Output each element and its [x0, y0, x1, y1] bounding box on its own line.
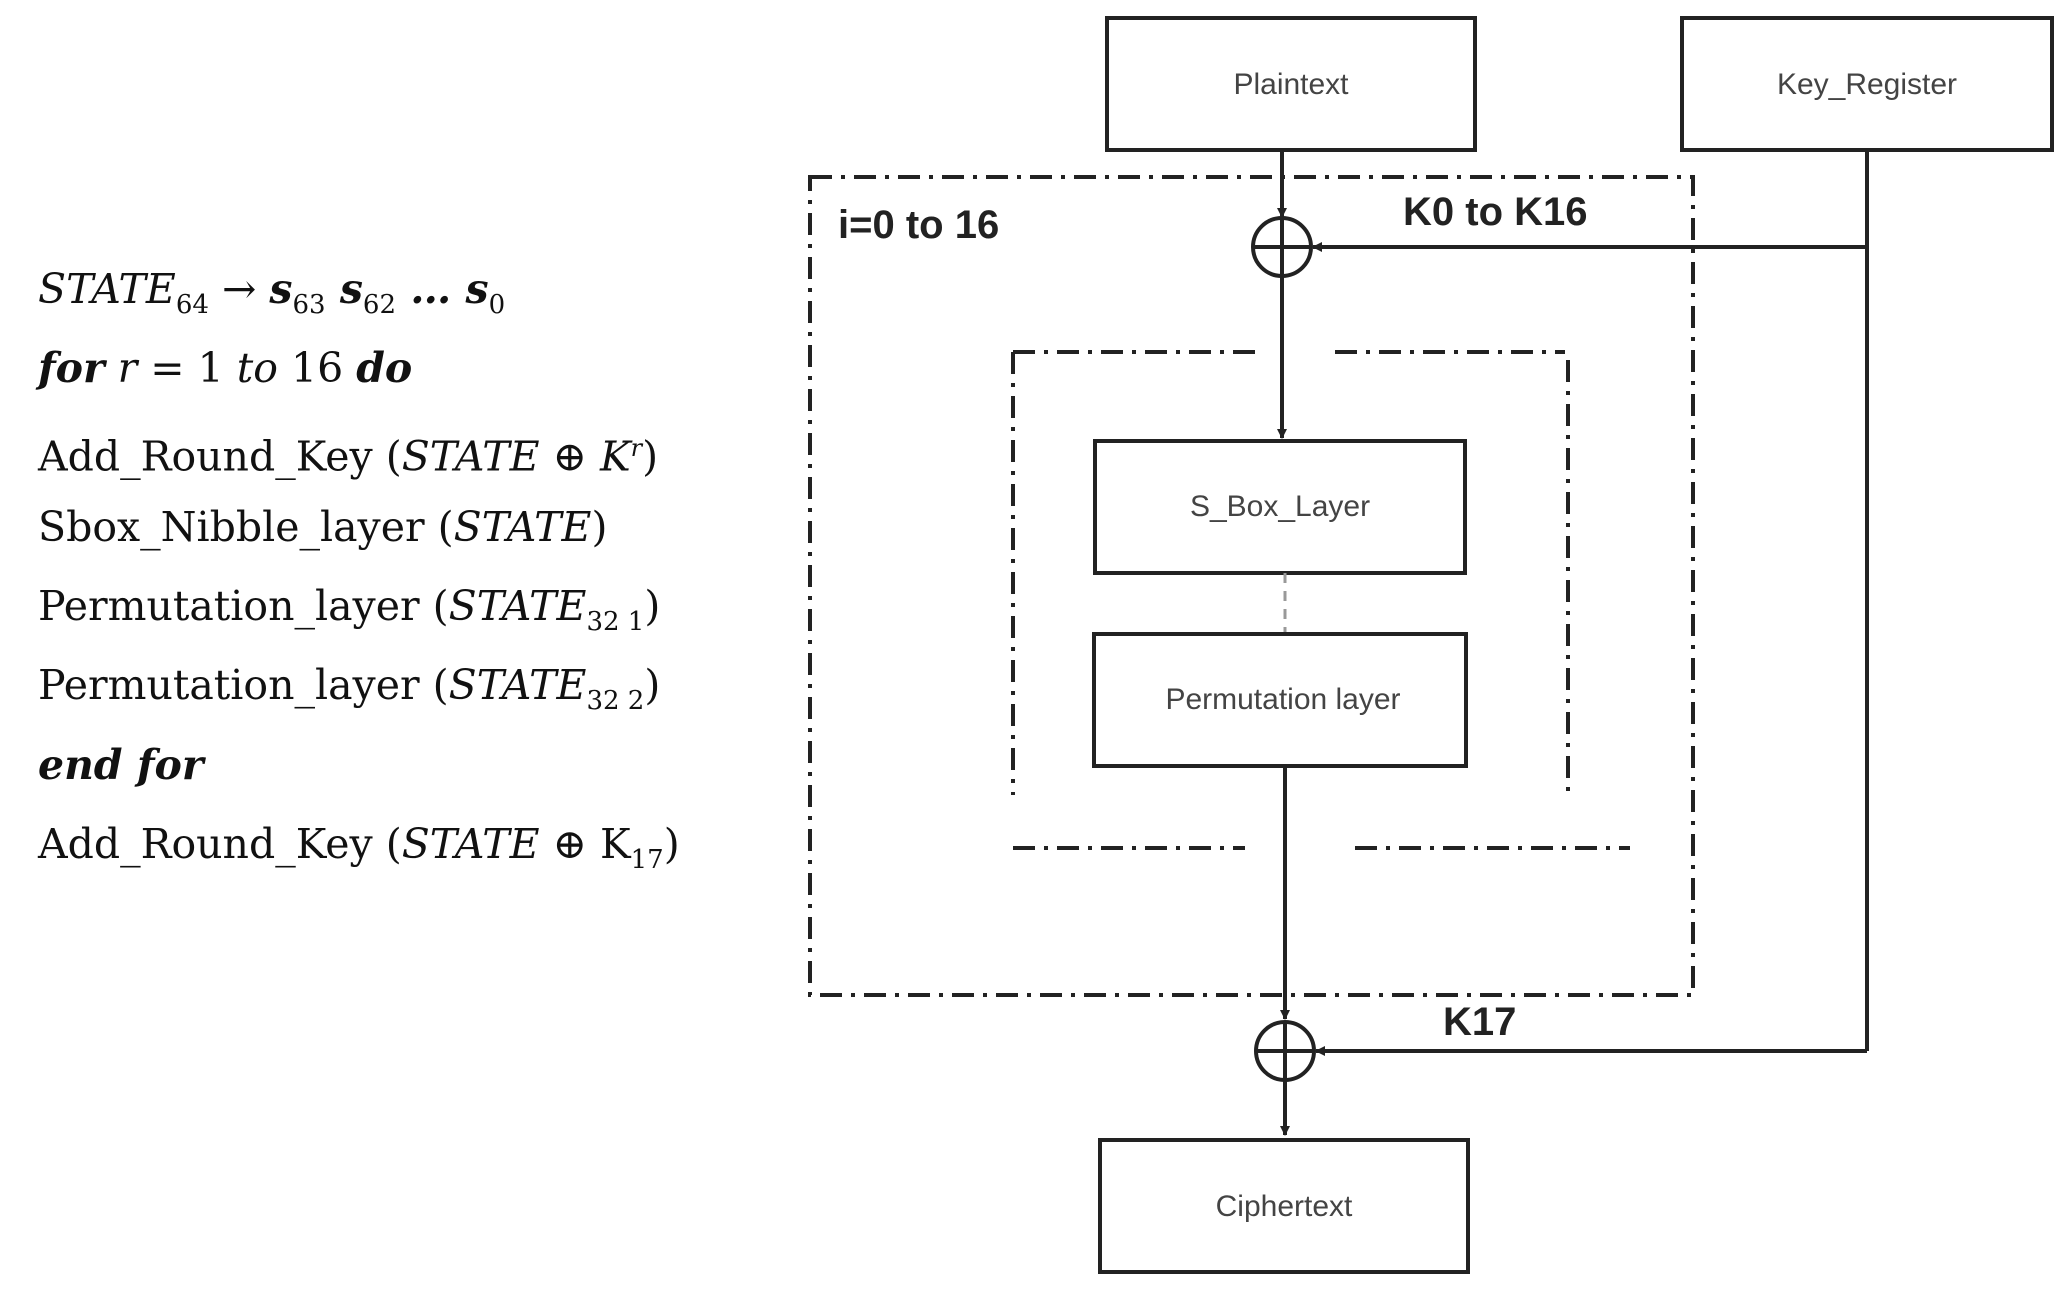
permutation-layer-label: Permutation layer	[1165, 683, 1400, 716]
var-r: r	[104, 344, 138, 393]
state-symbol: STATE	[448, 582, 587, 631]
func-add-round-key: Add_Round_Key (	[38, 820, 402, 869]
state-subscript: 32 2	[586, 686, 645, 717]
s-symbol-1: s	[269, 265, 293, 313]
round-inner-frame	[1011, 350, 1630, 850]
func-permutation: Permutation_layer (	[38, 582, 449, 631]
state-subscript: 32 1	[586, 607, 645, 638]
xor-icon-round	[1251, 216, 1313, 278]
loop-label: i=0 to 16	[838, 203, 999, 247]
algo-line-perm-1: Permutation_layer (STATE32 1)	[38, 567, 778, 646]
plaintext-label: Plaintext	[1233, 68, 1349, 101]
keyword-to: to	[236, 344, 278, 393]
state-symbol: STATE	[38, 265, 176, 313]
algo-line-perm-2: Permutation_layer (STATE32 2)	[38, 646, 778, 725]
eq-text: = 1	[137, 344, 237, 393]
xor-icon-final	[1254, 1020, 1316, 1082]
s-subscript-1: 63	[292, 290, 326, 320]
s-subscript-3: 0	[488, 290, 506, 320]
key-superscript: r	[630, 433, 643, 462]
state-subscript: 64	[175, 290, 209, 320]
round-loop-frame	[808, 175, 1695, 997]
algo-line-state: STATE64 → s63 s62 … s0	[38, 250, 778, 329]
ciphertext-box	[1098, 1138, 1470, 1274]
s-symbol-2: s	[325, 265, 363, 313]
keyword-for: for	[38, 344, 105, 393]
key-symbol: K	[599, 432, 631, 481]
func-add-round-key: Add_Round_Key (	[38, 432, 402, 481]
close-paren: )	[591, 502, 608, 551]
algo-line-final-key: Add_Round_Key (STATE ⊕ K17)	[38, 805, 778, 884]
sbox-layer-label: S_Box_Layer	[1190, 490, 1370, 523]
s-symbol-3: … s	[396, 265, 489, 313]
arrow-symbol: →	[208, 265, 270, 313]
algo-line-end-for: end for	[38, 726, 778, 805]
num-16: 16	[277, 344, 357, 393]
algorithm-listing: STATE64 → s63 s62 … s0 for r = 1 to 16 d…	[38, 250, 778, 884]
key-subscript: 17	[630, 845, 664, 876]
algo-line-sbox: Sbox_Nibble_layer (STATE)	[38, 488, 778, 567]
close-paren: )	[642, 432, 659, 481]
algo-line-add-round-key: Add_Round_Key (STATE ⊕ Kr)	[38, 409, 778, 488]
keyword-end-for: end for	[38, 740, 204, 789]
permutation-layer-box	[1092, 632, 1468, 768]
plaintext-box	[1105, 16, 1477, 152]
func-sbox: Sbox_Nibble_layer (	[38, 502, 454, 551]
s-subscript-2: 62	[362, 290, 396, 320]
ciphertext-label: Ciphertext	[1216, 1190, 1353, 1223]
state-symbol: STATE	[453, 502, 592, 551]
xor-key-text: ⊕ K	[539, 820, 631, 869]
close-paren: )	[644, 661, 661, 710]
key-register-label: Key_Register	[1777, 68, 1957, 101]
sbox-layer-box	[1093, 439, 1467, 575]
close-paren: )	[663, 820, 680, 869]
func-permutation: Permutation_layer (	[38, 661, 449, 710]
keyword-do: do	[356, 344, 413, 393]
final-key-label: K17	[1443, 1000, 1516, 1044]
xor-symbol: ⊕	[539, 432, 600, 481]
algo-line-for: for r = 1 to 16 do	[38, 329, 778, 408]
state-symbol: STATE	[401, 820, 540, 869]
close-paren: )	[644, 582, 661, 631]
state-symbol: STATE	[401, 432, 540, 481]
state-symbol: STATE	[448, 661, 587, 710]
round-keys-label: K0 to K16	[1403, 190, 1588, 234]
